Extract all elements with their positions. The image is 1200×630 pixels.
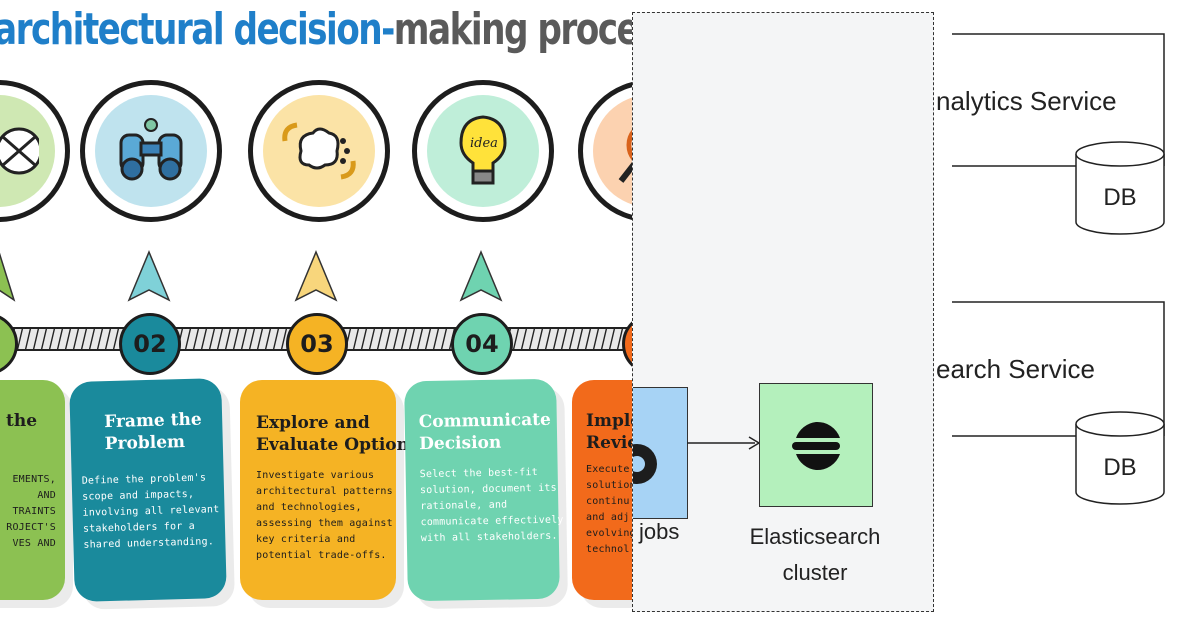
analytics-service-label: nalytics Service (936, 86, 1117, 116)
step-1-card: the EMENTS, AND TRAINTS ROJECT'S VES AND (0, 380, 65, 600)
compass-icon (0, 127, 39, 175)
step-4-card: Communicate Decision Select the best-fit… (404, 378, 564, 602)
title-part-1: architectural decision- (0, 4, 395, 55)
elasticsearch-logo-icon (792, 421, 840, 471)
arrow-right-icon (687, 436, 761, 450)
db-label: DB (1103, 454, 1137, 481)
service-boxes (952, 33, 1165, 437)
arrow-up-icon (0, 252, 16, 302)
step-5-body: Execute solution continu and adj evolvin… (586, 464, 632, 555)
cluster-label-line-1: Elasticsearch (749, 524, 881, 549)
step-2-card: Frame the Problem Define the problem's s… (69, 378, 227, 602)
step-5-title: Imple Revie (586, 411, 632, 453)
magnifier-icon (618, 129, 632, 183)
elasticsearch-cluster-node (759, 383, 873, 507)
step-2-circle (80, 80, 222, 222)
database-icon (1075, 141, 1165, 235)
infographic-title: architectural decision-making proces (0, 4, 632, 55)
step-1-title: the (6, 411, 38, 431)
cluster-label: Elasticsearch cluster (733, 519, 897, 591)
step-5-circle (578, 80, 632, 222)
db-label: DB (1103, 184, 1137, 211)
step-2-body: Define the problem's scope and impacts, … (81, 472, 220, 551)
step-3-number: 03 (286, 313, 348, 375)
step-2-number: 02 (119, 313, 181, 375)
database-icon (1075, 411, 1165, 505)
lightbulb-icon: idea (459, 115, 507, 185)
svg-text:idea: idea (470, 136, 498, 151)
decision-process-infographic: architectural decision-making proces (0, 4, 632, 602)
services-diagram: nalytics Service earch Service DB DB (936, 0, 1200, 630)
step-1-circle (0, 80, 70, 222)
step-3-circle (248, 80, 390, 222)
search-service-label: earch Service (936, 354, 1095, 384)
step-1-body: EMENTS, AND TRAINTS ROJECT'S VES AND (6, 474, 56, 549)
step-3-body: Investigate various architectural patter… (256, 470, 393, 561)
step-3-card: Explore and Evaluate Options Investigate… (240, 380, 419, 600)
step-4-title: Communicate Decision (418, 409, 552, 455)
binoculars-icon (119, 118, 183, 181)
jobs-node (633, 387, 688, 519)
jobs-label: jobs (639, 519, 680, 544)
step-2-title: Frame the Problem (103, 409, 202, 455)
cluster-label-line-2: cluster (782, 560, 848, 585)
step-4-circle: idea (412, 80, 554, 222)
title-part-2: making proces (393, 4, 632, 55)
step-5-card: Imple Revie Execute solution continu and… (572, 380, 632, 600)
arrow-up-icon (294, 250, 338, 302)
arrow-up-icon (459, 250, 503, 302)
step-4-number: 04 (451, 313, 513, 375)
step-4-body: Select the best-fit solution, document i… (419, 467, 564, 545)
arrow-up-icon (127, 250, 171, 302)
pipeline-diagram: jobs Elasticsearch cluster (632, 12, 934, 612)
brain-icon (282, 122, 356, 180)
cog-icon (633, 444, 657, 484)
step-3-title: Explore and Evaluate Options (256, 413, 419, 455)
